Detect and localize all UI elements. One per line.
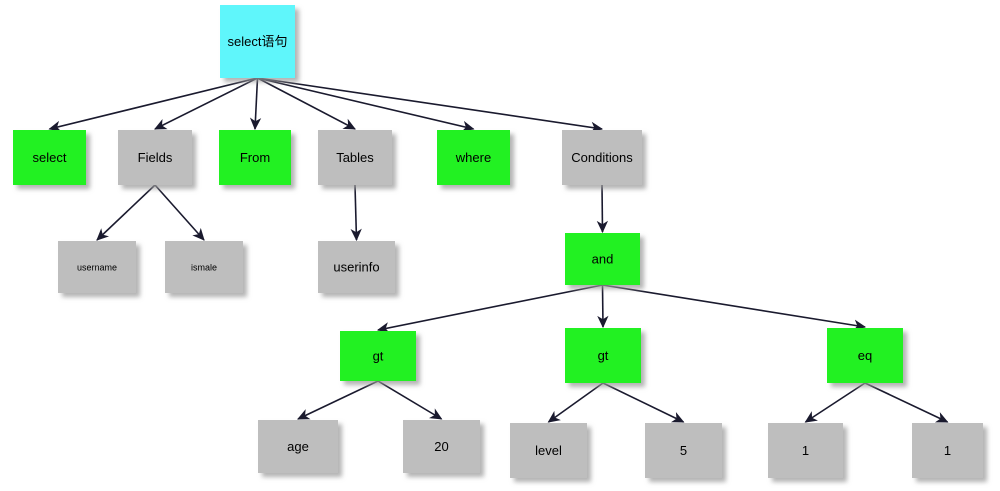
edge-root-to-select: [48, 77, 258, 132]
edge-and-to-gt1: [376, 284, 603, 334]
edge-gt1-to-twenty: [377, 380, 443, 420]
edge-gt1-to-age: [297, 380, 379, 420]
edge-tables-to-userinfo: [350, 184, 362, 242]
edge-fields-to-ismale: [154, 184, 205, 241]
edge-root-to-fields: [154, 77, 258, 130]
node-eq[interactable]: eq: [827, 328, 903, 383]
node-label-gt1: gt: [373, 348, 384, 363]
edge-conditions-to-and: [596, 184, 609, 234]
node-label-conditions: Conditions: [571, 150, 633, 165]
node-box-five: [645, 423, 722, 478]
node-box-one_left: [768, 423, 843, 478]
edge-root-to-where: [257, 77, 475, 132]
node-twenty[interactable]: 20: [403, 420, 480, 473]
edge-root-to-from: [249, 77, 262, 131]
node-conditions[interactable]: Conditions: [562, 130, 642, 185]
node-box-eq: [827, 328, 903, 383]
node-where[interactable]: where: [437, 130, 510, 185]
node-box-from: [219, 130, 291, 185]
node-label-root: select语句: [228, 34, 288, 49]
node-label-age: age: [287, 439, 309, 454]
node-label-level: level: [535, 443, 562, 458]
node-and[interactable]: and: [565, 233, 640, 285]
node-one_left[interactable]: 1: [768, 423, 843, 478]
node-label-five: 5: [680, 443, 687, 458]
node-box-select: [13, 130, 86, 185]
node-label-select: select: [33, 150, 67, 165]
node-tables[interactable]: Tables: [318, 130, 392, 185]
node-label-username: username: [77, 262, 117, 272]
node-box-one_right: [912, 423, 983, 478]
node-label-one_left: 1: [802, 443, 809, 458]
edge-fields-to-username: [96, 184, 156, 241]
node-fields[interactable]: Fields: [118, 130, 192, 185]
node-label-eq: eq: [858, 348, 872, 363]
node-label-fields: Fields: [138, 150, 173, 165]
node-select[interactable]: select: [13, 130, 86, 185]
node-from[interactable]: From: [219, 130, 291, 185]
node-box-tables: [318, 130, 392, 185]
edge-root-to-conditions: [257, 77, 604, 133]
node-level[interactable]: level: [510, 423, 587, 478]
node-label-ismale: ismale: [191, 262, 217, 272]
node-layer: select语句 select Fields From Tables where Condi…: [13, 5, 983, 478]
node-label-gt2: gt: [598, 348, 609, 363]
edge-and-to-eq: [602, 284, 867, 331]
node-ismale[interactable]: ismale: [165, 241, 243, 293]
node-label-and: and: [592, 251, 614, 266]
node-box-userinfo: [318, 241, 395, 293]
edge-eq-to-one_left: [804, 382, 866, 423]
node-label-from: From: [240, 150, 270, 165]
node-box-where: [437, 130, 510, 185]
node-root[interactable]: select语句: [220, 5, 295, 78]
node-five[interactable]: 5: [645, 423, 722, 478]
node-username[interactable]: username: [58, 241, 136, 293]
edge-root-to-tables: [257, 77, 356, 130]
node-box-username: [58, 241, 136, 293]
node-box-gt2: [565, 328, 641, 383]
edge-layer: [48, 77, 949, 423]
node-box-level: [510, 423, 587, 478]
node-label-twenty: 20: [434, 439, 448, 454]
node-box-twenty: [403, 420, 480, 473]
edge-gt2-to-level: [547, 382, 604, 423]
node-label-one_right: 1: [944, 443, 951, 458]
node-box-fields: [118, 130, 192, 185]
node-box-ismale: [165, 241, 243, 293]
node-label-userinfo: userinfo: [333, 259, 379, 274]
node-label-tables: Tables: [336, 150, 374, 165]
node-box-and: [565, 233, 640, 285]
node-one_right[interactable]: 1: [912, 423, 983, 478]
node-gt1[interactable]: gt: [340, 331, 416, 381]
node-box-age: [258, 420, 338, 473]
edge-gt2-to-five: [602, 382, 685, 423]
edge-eq-to-one_right: [864, 382, 949, 423]
node-box-conditions: [562, 130, 642, 185]
node-gt2[interactable]: gt: [565, 328, 641, 383]
node-age[interactable]: age: [258, 420, 338, 473]
node-box-gt1: [340, 331, 416, 381]
node-label-where: where: [455, 150, 491, 165]
node-userinfo[interactable]: userinfo: [318, 241, 395, 293]
node-box-root: [220, 5, 295, 78]
edge-and-to-gt2: [597, 284, 609, 329]
